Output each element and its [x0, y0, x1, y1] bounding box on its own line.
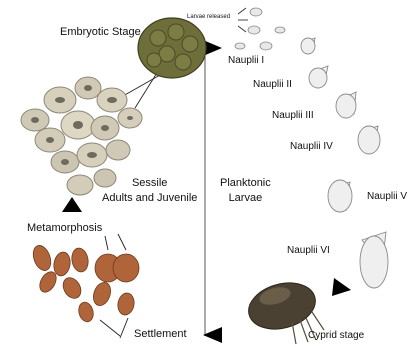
nauplii-4-label: Nauplii IV: [290, 142, 333, 152]
arrow-to-sessile: [62, 197, 82, 212]
release-arrows: [238, 8, 248, 32]
cyprid-eggs: [30, 243, 139, 323]
planktonic-label: Planktonic Larvae: [220, 176, 271, 206]
larvae-released-label: Larvae released: [187, 14, 230, 20]
nauplii-2-label: Nauplii II: [253, 80, 292, 90]
arrow-to-cyprid: [332, 278, 351, 296]
sessile-label: Sessile Adults and Juvenile: [102, 176, 197, 206]
metamorphosis-label: Metamorphosis: [27, 223, 102, 234]
embryotic-stage-label: Embryotic Stage: [60, 27, 141, 38]
settlement-label: Settlement: [134, 329, 187, 340]
arrow-to-settlement: [203, 327, 222, 343]
egg-mass-inset: [138, 18, 206, 78]
sessile-line-2: Adults and Juvenile: [102, 191, 197, 206]
cyprid-stage-label: Cyprid stage: [308, 331, 364, 341]
nauplii-5-label: Nauplii V: [367, 192, 407, 202]
sessile-line-1: Sessile: [102, 176, 197, 191]
planktonic-line-1: Planktonic: [220, 176, 271, 191]
planktonic-line-2: Larvae: [220, 191, 271, 206]
nauplii-6-label: Nauplii VI: [287, 246, 330, 256]
nauplii-3-label: Nauplii III: [272, 111, 314, 121]
nauplii-1-label: Nauplii I: [228, 56, 264, 66]
